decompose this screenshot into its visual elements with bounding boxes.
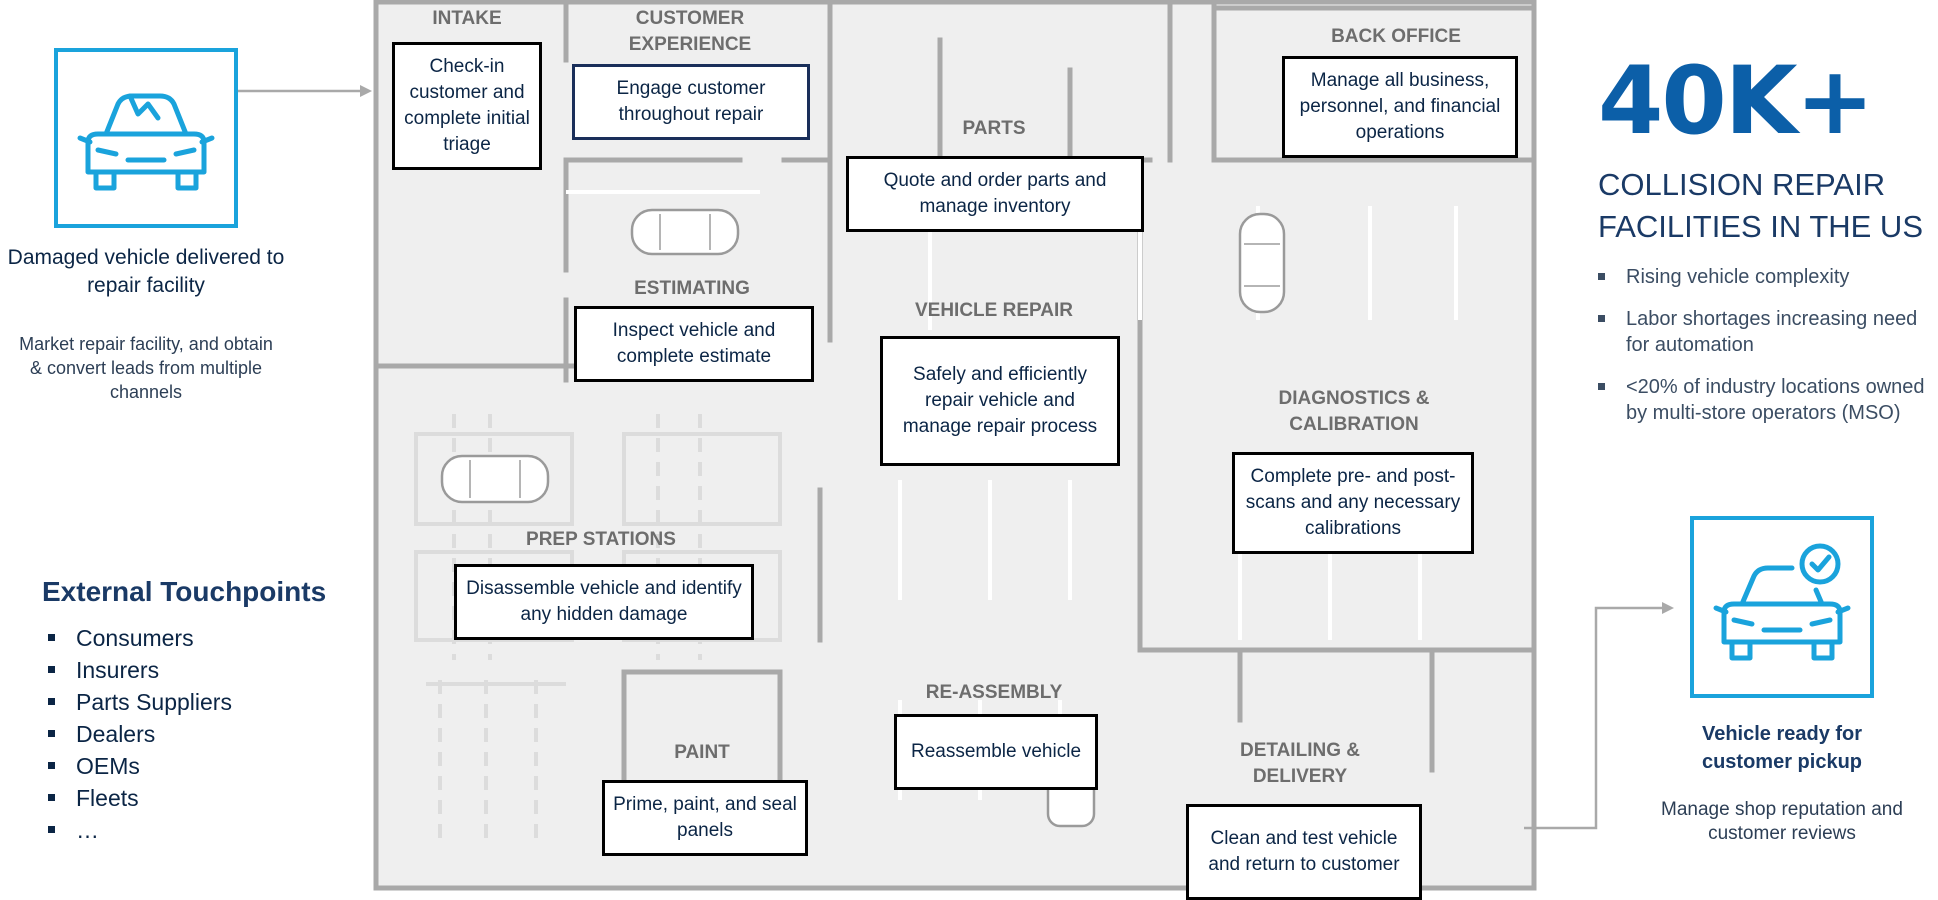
list-item: … <box>44 814 232 846</box>
task-text: Prime, paint, and seal panels <box>613 794 797 841</box>
zone-label-text: CUSTOMER EXPERIENCE <box>628 8 752 55</box>
list-item: Consumers <box>44 622 232 654</box>
task-paint: Prime, paint, and seal panels <box>602 780 808 856</box>
start-subcaption: Market repair facility, and obtain & con… <box>19 334 273 402</box>
zone-label-paint: PAINT <box>674 742 730 763</box>
task-prep: Disassemble vehicle and identify any hid… <box>454 564 754 640</box>
ready-car-tile <box>1690 516 1874 698</box>
zone-label-text: DETAILING & DELIVERY <box>1240 740 1360 787</box>
shop-floor-plan: INTAKE CUSTOMER EXPERIENCE PARTS BACK OF… <box>370 0 1540 900</box>
task-parts: Quote and order parts and manage invento… <box>846 156 1144 232</box>
task-diagnostics: Complete pre- and post-scans and any nec… <box>1232 452 1474 554</box>
arrow-right-icon <box>238 85 372 97</box>
task-reassembly: Reassemble vehicle <box>894 714 1098 790</box>
task-detailing: Clean and test vehicle and return to cus… <box>1186 804 1422 900</box>
task-back-office: Manage all business, personnel, and fina… <box>1282 56 1518 158</box>
task-text: Quote and order parts and manage invento… <box>883 170 1107 217</box>
list-item: Fleets <box>44 782 232 814</box>
stat-value: 40K+ <box>1598 47 1874 156</box>
list-item: Dealers <box>44 718 232 750</box>
list-item: OEMs <box>44 750 232 782</box>
zone-label-diagnostics: DIAGNOSTICS & CALIBRATION <box>1254 386 1454 438</box>
task-text: Disassemble vehicle and identify any hid… <box>466 578 742 625</box>
stat-label: COLLISION REPAIR FACILITIES IN THE US <box>1598 167 1924 244</box>
task-text: Check-in customer and complete initial t… <box>404 56 530 155</box>
list-item: <20% of industry locations owned by mult… <box>1594 374 1934 426</box>
zone-label-detailing: DETAILING & DELIVERY <box>1220 738 1380 790</box>
damaged-car-tile <box>54 48 238 228</box>
task-text: Manage all business, personnel, and fina… <box>1299 70 1501 143</box>
end-subcaption: Manage shop reputation and customer revi… <box>1661 799 1903 844</box>
damaged-car-icon <box>77 93 215 191</box>
list-item: Labor shortages increasing need for auto… <box>1594 306 1934 358</box>
touchpoints-list: Consumers Insurers Parts Suppliers Deale… <box>44 622 232 846</box>
zone-label-reassembly: RE-ASSEMBLY <box>925 682 1063 703</box>
arrow-right-icon <box>1524 602 1674 830</box>
zone-label-back-office: BACK OFFICE <box>1331 26 1461 47</box>
task-text: Safely and efficiently repair vehicle an… <box>902 364 1098 437</box>
zone-label-prep: PREP STATIONS <box>526 529 676 550</box>
task-text: Engage customer throughout repair <box>616 78 766 125</box>
task-estimating: Inspect vehicle and complete estimate <box>574 306 814 382</box>
stat-bullets: Rising vehicle complexity Labor shortage… <box>1594 264 1934 442</box>
task-vehicle-repair: Safely and efficiently repair vehicle an… <box>880 336 1120 466</box>
list-item: Rising vehicle complexity <box>1594 264 1934 290</box>
zone-label-vehicle-repair: VEHICLE REPAIR <box>914 300 1074 321</box>
list-item: Parts Suppliers <box>44 686 232 718</box>
task-text: Inspect vehicle and complete estimate <box>612 320 776 367</box>
touchpoints-title: External Touchpoints <box>42 576 327 607</box>
zone-label-customer-experience: CUSTOMER EXPERIENCE <box>600 6 780 58</box>
zone-label-text: DIAGNOSTICS & CALIBRATION <box>1278 388 1430 435</box>
task-intake: Check-in customer and complete initial t… <box>392 42 542 170</box>
car-check-icon <box>1713 543 1851 661</box>
task-text: Complete pre- and post-scans and any nec… <box>1245 466 1461 539</box>
start-caption: Damaged vehicle delivered to repair faci… <box>7 246 285 297</box>
zone-label-estimating: ESTIMATING <box>634 278 750 299</box>
task-text: Reassemble vehicle <box>910 741 1082 762</box>
zone-label-intake: INTAKE <box>432 8 502 29</box>
zone-label-parts: PARTS <box>962 118 1026 139</box>
list-item: Insurers <box>44 654 232 686</box>
task-text: Clean and test vehicle and return to cus… <box>1208 828 1400 875</box>
end-caption: Vehicle ready for customer pickup <box>1701 723 1863 773</box>
task-customer-experience: Engage customer throughout repair <box>572 64 810 140</box>
